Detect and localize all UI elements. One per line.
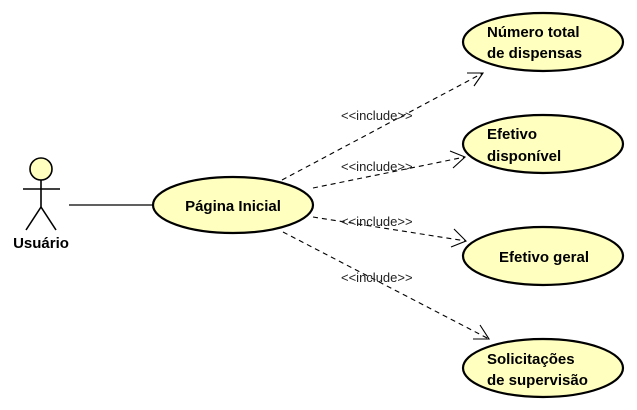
include-dependency-supervision-requests: <<include>>	[282, 231, 491, 340]
use-case-supervision-requests[interactable]: Solicitações de supervisão	[461, 337, 625, 399]
use-case-label-line-1: Número total	[487, 24, 580, 41]
use-case-ellipse	[461, 113, 625, 175]
actor-left-leg	[25, 206, 42, 231]
dependency-line	[312, 216, 467, 242]
include-dependency-total-leaves: <<include>>	[281, 72, 485, 181]
dependency-line	[281, 72, 484, 181]
dependency-line	[312, 156, 466, 189]
use-case-label-line-2: de supervisão	[487, 372, 588, 389]
use-case-general-staff[interactable]: Efetivo geral	[461, 225, 625, 287]
include-label: <<include>>	[341, 214, 413, 229]
use-case-available-staff[interactable]: Efetivo disponível	[461, 113, 625, 175]
dependency-arrowhead	[450, 228, 467, 248]
actor-usuario[interactable]: Usuário	[13, 157, 69, 252]
actor-label: Usuário	[13, 235, 69, 252]
use-case-label-line-2: de dispensas	[487, 45, 582, 62]
actor-head	[29, 157, 53, 181]
dependency-arrowhead	[449, 150, 467, 169]
include-dependency-available-staff: <<include>>	[312, 150, 467, 189]
include-label: <<include>>	[341, 270, 413, 285]
dependency-arrowhead	[467, 72, 485, 87]
use-case-label: Página Inicial	[185, 198, 281, 215]
use-case-label: Efetivo geral	[499, 249, 589, 266]
include-dependency-general-staff: <<include>>	[312, 214, 467, 248]
use-case-label-line-1: Efetivo	[487, 126, 537, 143]
use-case-ellipse	[151, 175, 315, 235]
use-case-ellipse	[461, 337, 625, 399]
actor-right-leg	[40, 206, 57, 231]
use-case-home-page[interactable]: Página Inicial	[151, 175, 315, 235]
use-case-label-line-1: Solicitações	[487, 351, 575, 368]
use-case-ellipse	[461, 225, 625, 287]
dependency-arrowhead	[473, 324, 491, 340]
dependency-line	[282, 231, 490, 340]
use-case-ellipse	[461, 11, 625, 73]
include-label: <<include>>	[341, 108, 413, 123]
include-label: <<include>>	[341, 159, 413, 174]
use-case-label-line-2: disponível	[487, 148, 561, 165]
use-case-total-leaves[interactable]: Número total de dispensas	[461, 11, 625, 73]
